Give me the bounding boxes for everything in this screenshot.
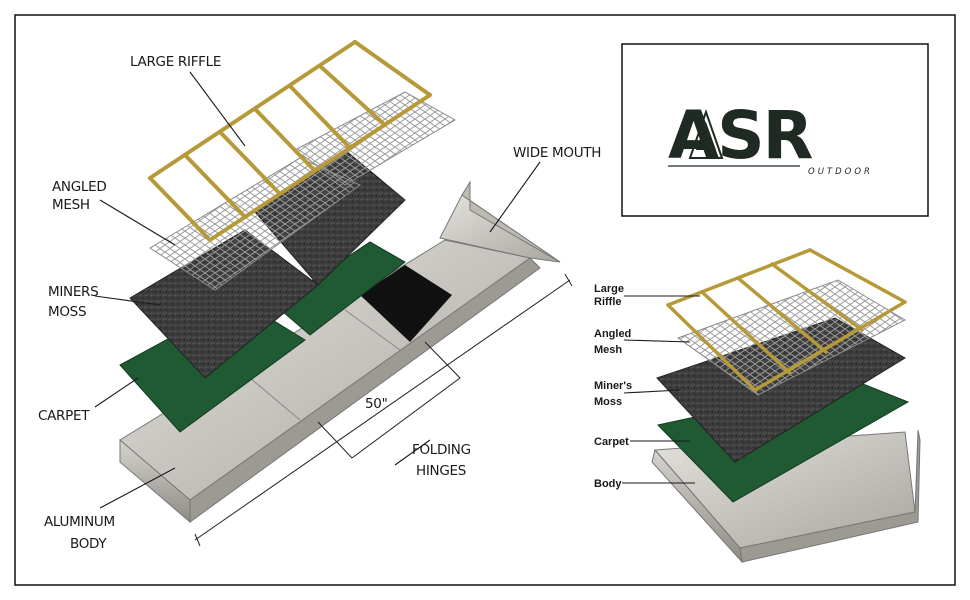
outer-border bbox=[14, 14, 956, 586]
label-angled-mesh-line2: MESH bbox=[52, 197, 90, 213]
brand-name: ASR bbox=[668, 97, 813, 174]
small-leader-lines bbox=[622, 295, 700, 484]
label-miners-moss-line2: MOSS bbox=[48, 304, 86, 320]
tree-icon bbox=[688, 108, 724, 159]
dimension-lines bbox=[194, 273, 573, 547]
aluminum-body bbox=[119, 180, 561, 524]
label-folding-hinges-line1: FOLDING bbox=[412, 442, 471, 458]
small-label-carpet: Carpet bbox=[594, 436, 629, 448]
small-sluice-diagram: Large Riffle Angled Mesh Miner's Moss Ca… bbox=[594, 248, 921, 564]
small-label-body: Body bbox=[594, 478, 622, 490]
label-aluminum-body-line2: BODY bbox=[70, 536, 107, 552]
brand-sub: OUTDOOR bbox=[808, 167, 873, 177]
small-label-angled-mesh-line2: Mesh bbox=[594, 344, 622, 356]
label-aluminum-body-line1: ALUMINUM bbox=[44, 514, 115, 530]
label-carpet: CARPET bbox=[38, 408, 90, 424]
label-folding-hinges-line2: HINGES bbox=[416, 463, 466, 479]
label-angled-mesh-line1: ANGLED bbox=[52, 179, 106, 195]
label-wide-mouth: WIDE MOUTH bbox=[513, 145, 601, 161]
large-riffle bbox=[148, 40, 432, 242]
small-label-large-riffle-line2: Riffle bbox=[594, 296, 622, 308]
large-leader-lines bbox=[94, 71, 541, 509]
label-length-50: 50" bbox=[365, 396, 388, 412]
small-label-miners-moss-line2: Moss bbox=[594, 396, 622, 408]
small-label-miners-moss-line1: Miner's bbox=[594, 380, 632, 392]
flow-opening bbox=[360, 265, 452, 342]
small-mesh bbox=[676, 279, 907, 396]
small-label-angled-mesh-line1: Angled bbox=[594, 328, 631, 340]
large-sluice-diagram: LARGE RIFFLE ANGLED MESH MINERS MOSS CAR… bbox=[38, 40, 601, 552]
brand-logo-box: ASR OUTDOOR bbox=[621, 43, 929, 217]
label-miners-moss-line1: MINERS bbox=[48, 284, 98, 300]
label-large-riffle: LARGE RIFFLE bbox=[130, 54, 221, 70]
small-label-large-riffle-line1: Large bbox=[594, 283, 624, 295]
